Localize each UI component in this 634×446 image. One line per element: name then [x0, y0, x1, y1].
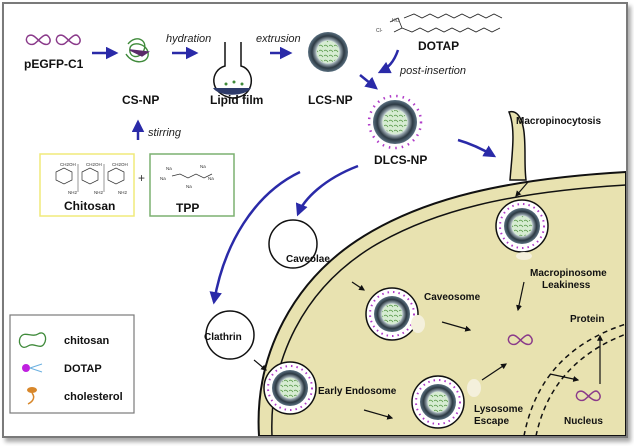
chitosan-label: Chitosan [64, 199, 115, 213]
lipid-film-flask [213, 42, 253, 99]
escape-label: Escape [474, 416, 509, 427]
figure-frame: HO Cl- CH2OH CH2OH CH2OH NH2 NH2 NH2 Na … [2, 2, 628, 438]
legend-chitosan-label: chitosan [64, 335, 110, 347]
arrow-to-macropinocytosis [457, 138, 497, 158]
tpp-group-4: Na [208, 176, 214, 181]
lcsnp-particle [308, 32, 348, 72]
tpp-group-1: Na [166, 166, 172, 171]
lysosome-label: Lysosome [474, 404, 524, 415]
caveolae-label: Caveolae [286, 254, 330, 265]
legend-cholesterol-label: cholesterol [64, 391, 123, 403]
arrow-macro-to-vesicle [515, 181, 529, 197]
tpp-box [149, 153, 235, 217]
dotap-label: DOTAP [418, 39, 459, 53]
hydration-label: hydration [166, 33, 211, 45]
protein-label: Protein [570, 314, 604, 325]
post-insertion-label: post-insertion [399, 65, 466, 77]
chitosan-icon [18, 332, 47, 348]
extrusion-label: extrusion [256, 33, 301, 45]
dlcsnp-particle [367, 94, 423, 150]
macropinocytosis-label: Macropinocytosis [516, 116, 601, 127]
tpp-group-2: Na [160, 176, 166, 181]
lipid-film-label: Lipid film [210, 93, 263, 107]
tpp-group-3: Na [200, 164, 206, 169]
dotap-icon [22, 363, 43, 373]
arrow-post-insertion [377, 49, 400, 74]
dotap-structure [389, 13, 503, 33]
caveosome-vesicle [365, 287, 425, 341]
chitosan-group-nh2-3: NH2 [118, 190, 127, 195]
plus-sign: + [138, 171, 145, 185]
arrow-to-nucleus [549, 373, 580, 382]
early-endosome-vesicle [263, 361, 317, 415]
early-endosome-label: Early Endosome [318, 386, 397, 397]
dlcsnp-label: DLCS-NP [374, 153, 427, 167]
chitosan-box [39, 153, 135, 217]
arrow-to-caveolae [295, 164, 359, 217]
csnp-label: CS-NP [122, 93, 159, 107]
macropinosome-label: Macropinosome [530, 268, 607, 279]
chitosan-group-2: CH2OH [86, 162, 102, 167]
clathrin-label: Clathrin [204, 332, 242, 343]
macropinocytosis-protrusion [507, 110, 527, 181]
plasmid-icon [25, 34, 601, 402]
caveolae-pit [268, 219, 318, 269]
macropinosome-vesicle [495, 199, 549, 260]
clathrin-pit [205, 310, 255, 360]
arrow-leakiness-down [516, 281, 525, 312]
tpp-label: TPP [176, 201, 199, 215]
dotap-group-ho: HO [392, 18, 400, 24]
lysosome-vesicle [411, 375, 481, 429]
diagram-canvas: HO Cl- CH2OH CH2OH CH2OH NH2 NH2 NH2 Na … [9, 13, 626, 436]
caveosome-label: Caveosome [424, 292, 481, 303]
arrow-lcsnp-to-dlcsnp [359, 74, 378, 90]
chitosan-group-nh2-2: NH2 [94, 190, 103, 195]
arrow-endosome-to-lysosome [363, 409, 394, 420]
dotap-group-cl: Cl- [376, 28, 383, 34]
plasmid-label: pEGFP-C1 [24, 57, 84, 71]
arrow-to-clathrin [209, 170, 301, 305]
nucleus-label: Nucleus [564, 416, 603, 427]
legend-dotap-label: DOTAP [64, 363, 102, 375]
tpp-group-5: Na [186, 184, 192, 189]
chitosan-group-3: CH2OH [112, 162, 128, 167]
arrow-caveosome-out [441, 321, 472, 332]
lcsnp-label: LCS-NP [308, 93, 353, 107]
chitosan-group-nh2-1: NH2 [68, 190, 77, 195]
arrow-lysosome-out [481, 363, 507, 381]
csnp-particle [125, 38, 150, 63]
stirring-label: stirring [148, 127, 182, 139]
arrow-clathrin-to-endosome [253, 359, 267, 371]
chitosan-group-1: CH2OH [60, 162, 76, 167]
leakiness-label: Leakiness [542, 280, 591, 291]
nucleus-envelope-outer [523, 323, 626, 436]
arrow-caveolae-to-caveosome [351, 281, 365, 291]
cholesterol-icon [27, 387, 37, 405]
legend-box [9, 314, 135, 414]
